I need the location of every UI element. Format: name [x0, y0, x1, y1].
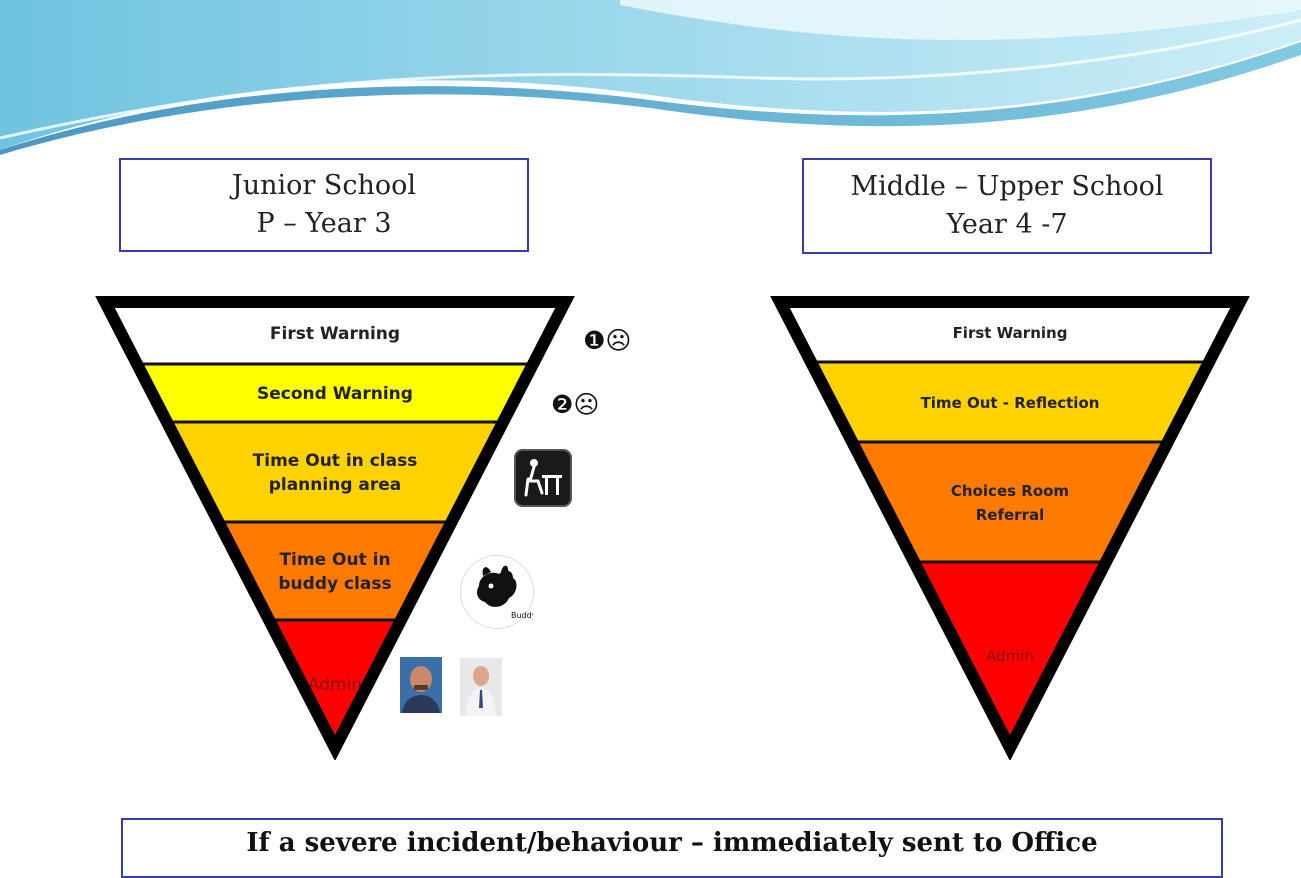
junior-level-2-label-line-1: Second Warning [257, 384, 413, 404]
junior-level-1-label-line-1: First Warning [270, 324, 400, 344]
junior-title-line2: P – Year 3 [256, 208, 392, 239]
warning-two-frown-icon: ❷☹ [551, 390, 600, 419]
buddy-icon: Buddy [460, 555, 537, 629]
junior-level-3-label-line-2: planning area [269, 475, 402, 495]
middle-level-3-band [852, 442, 1168, 562]
junior-level-4-label-line-2: buddy class [278, 574, 391, 594]
middle-level-3-label-line-1: Choices Room [951, 482, 1069, 500]
middle-level-4-band [914, 562, 1106, 748]
severe-incident-text: If a severe incident/behaviour – immedia… [246, 828, 1098, 858]
desk-icon [514, 449, 572, 507]
junior-level-3-label-line-1: Time Out in class [253, 451, 418, 471]
admin-photo-2 [460, 658, 502, 716]
middle-level-3-label-line-2: Referral [976, 506, 1044, 524]
junior-title-line1: Junior School [231, 170, 417, 201]
middle-level-1-label-line-1: First Warning [953, 324, 1068, 342]
middle-level-2-label-line-1: Time Out - Reflection [921, 394, 1100, 412]
junior-level-3-band [166, 422, 504, 522]
junior-school-title-box: Junior School P – Year 3 [119, 158, 529, 252]
admin-photo-1 [400, 657, 442, 713]
middle-upper-school-title-box: Middle – Upper School Year 4 -7 [802, 158, 1212, 254]
middle-title-line2: Year 4 -7 [946, 209, 1068, 240]
severe-incident-footer-box: If a severe incident/behaviour – immedia… [121, 818, 1223, 878]
junior-level-4-label-line-1: Time Out in [279, 550, 390, 570]
middle-title-line1: Middle – Upper School [850, 171, 1164, 202]
middle-level-1-band [780, 302, 1240, 362]
buddy-icon-text: Buddy [511, 611, 533, 620]
header-wave-decoration [0, 0, 1301, 155]
middle-level-4-label-line-1: Admin [986, 647, 1034, 665]
junior-level-1-band [105, 302, 565, 364]
junior-level-5-label-line-1: Admin [308, 675, 362, 695]
warning-one-frown-icon: ❶☹ [583, 326, 632, 355]
middle-level-2-band [810, 362, 1210, 442]
junior-level-2-band [136, 364, 534, 422]
junior-level-4-band [218, 522, 452, 620]
junior-level-5-band [268, 620, 402, 748]
